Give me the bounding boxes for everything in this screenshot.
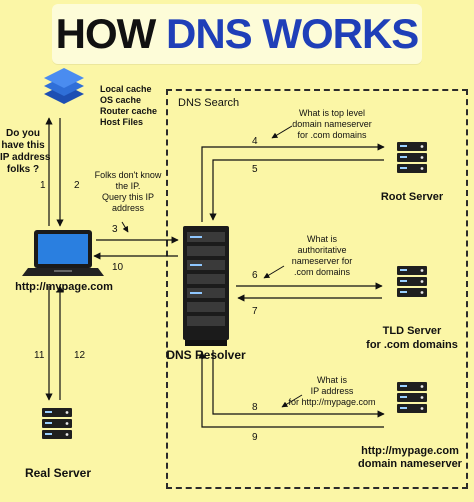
real-server-label: Real Server <box>24 466 92 480</box>
cache-item: Router cache <box>100 106 158 116</box>
root-question-line: domain nameserver <box>292 119 372 129</box>
pointer-arrow-tld <box>263 265 285 279</box>
query-note-line: address <box>111 203 145 213</box>
arrow-step-8 <box>212 350 385 418</box>
pointer-arrow-query <box>121 221 129 233</box>
dns-resolver-icon <box>183 226 229 346</box>
question-line: Do you <box>6 128 40 139</box>
cache-stack-icon <box>44 68 84 104</box>
question-line: IP address <box>0 152 51 163</box>
title-part-how: HOW <box>55 10 157 57</box>
step-3-label: 3 <box>112 224 118 235</box>
tld-server-sublabel: for .com domains <box>366 339 458 351</box>
dns-search-region <box>166 89 468 489</box>
root-server-label: Root Server <box>380 191 444 203</box>
tld-question-line: .com domains <box>293 267 351 277</box>
step-8-label: 8 <box>252 402 258 413</box>
step-1-label: 1 <box>40 180 46 191</box>
question-line: folks ? <box>6 164 40 175</box>
auth-server-sublabel: domain nameserver <box>358 458 462 470</box>
auth-server-icon <box>397 382 427 413</box>
step-4-label: 4 <box>252 136 258 147</box>
pointer-arrow-root <box>271 125 293 139</box>
title-part-dns-works: DNS WORKS <box>165 10 419 57</box>
pointer-arrow-auth <box>281 394 303 408</box>
tld-question-line: What is <box>306 234 337 244</box>
real-server-icon <box>42 408 72 439</box>
title-banner <box>52 4 422 64</box>
arrow-step-5 <box>209 159 384 221</box>
step-12-label: 12 <box>74 350 86 361</box>
tld-question-line: nameserver for <box>291 256 353 266</box>
auth-server-label: http://mypage.com <box>361 445 459 457</box>
step-9-label: 9 <box>252 432 258 443</box>
query-note-line: Folks don't know <box>94 170 162 180</box>
root-question-line: What is top level <box>298 108 366 118</box>
query-note-line: the IP. <box>115 181 141 191</box>
cache-item: Local cache <box>100 84 152 94</box>
page-title: HOW DNS WORKS <box>52 10 422 58</box>
arrow-step-4 <box>201 143 385 222</box>
question-line: have this <box>1 140 45 151</box>
cache-item: Host Files <box>100 117 144 127</box>
arrow-step-9 <box>198 351 384 428</box>
tld-question-line: authoritative <box>297 245 347 255</box>
tld-server-label: TLD Server <box>382 325 442 337</box>
root-question-line: for .com domains <box>297 130 367 140</box>
step-11-label: 11 <box>34 350 45 361</box>
step-2-label: 2 <box>74 180 80 191</box>
auth-question-line: IP address <box>310 386 354 396</box>
auth-question-line: for http://mypage.com <box>288 397 376 407</box>
step-10-label: 10 <box>112 262 124 273</box>
resolver-label: DNS Resolver <box>166 348 246 362</box>
step-5-label: 5 <box>252 164 258 175</box>
step-7-label: 7 <box>252 306 258 317</box>
dns-search-label: DNS Search <box>178 97 240 109</box>
step-6-label: 6 <box>252 270 258 281</box>
client-label: http://mypage.com <box>15 281 113 293</box>
cache-item: OS cache <box>100 95 142 105</box>
root-server-icon <box>397 142 427 173</box>
tld-server-icon <box>397 266 427 297</box>
query-note-line: Query this IP <box>101 192 155 202</box>
auth-question-line: What is <box>316 375 347 385</box>
laptop-icon <box>22 230 104 276</box>
